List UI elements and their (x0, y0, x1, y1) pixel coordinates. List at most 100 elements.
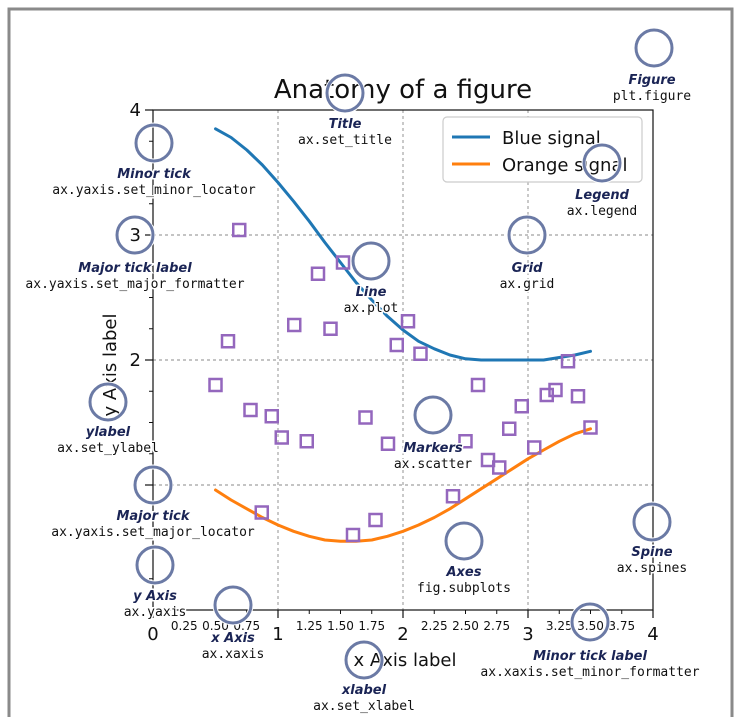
annotation-title-code: ax.set_title (298, 133, 392, 148)
annotation-figure-code: plt.figure (613, 89, 691, 104)
scatter-marker (323, 321, 338, 336)
x-minor-tick-label: 1.50 (327, 619, 354, 633)
legend-frame (442, 116, 643, 183)
scatter-marker (480, 452, 496, 468)
y-major-tick-label: 2 (130, 350, 141, 371)
annotation-line-code: ax.plot (344, 301, 399, 316)
annotation-major-tick-label-label: Major tick label (78, 261, 192, 276)
annotation-markers-label: Markers (403, 441, 463, 456)
annotation-axes-marker (444, 521, 484, 561)
legend-entry-blue-signal: Blue signal (502, 128, 601, 149)
x-minor-tick-label: 1.75 (358, 619, 385, 633)
scatter-marker (458, 434, 473, 449)
figure-border (7, 7, 734, 717)
chart-title: Anatomy of a figure (274, 75, 532, 105)
annotation-major-tick-label: Major tick (116, 509, 190, 524)
annotation-major-tick-label-code: ax.yaxis.set_major_formatter (25, 277, 244, 292)
annotation-ylabel-marker (88, 382, 128, 422)
annotation-minor-tick-label: Minor tick (117, 167, 192, 182)
annotation-legend-code: ax.legend (567, 204, 637, 219)
grid (153, 110, 653, 610)
scatter-marker (380, 436, 396, 451)
x-minor-tick-label: 3.50 (577, 619, 604, 633)
scatter-marker (400, 314, 416, 329)
annotation-x-axis-code: ax.xaxis (202, 647, 265, 662)
scatter-marker (560, 354, 576, 369)
scatter-marker (470, 377, 486, 393)
scatter-marker (445, 489, 461, 504)
scatter-marker (345, 527, 361, 543)
annotation-xlabel-label: xlabel (341, 683, 387, 698)
x-major-tick-label: 1 (272, 624, 283, 645)
scatter-marker (287, 317, 302, 333)
annotation-title-label: Title (329, 117, 362, 132)
annotation-minor-tick-label-label: Minor tick label (533, 649, 647, 664)
x-axis-label: x Axis label (354, 650, 457, 671)
scatter-marker (264, 409, 279, 424)
annotation-figure-label: Figure (628, 73, 675, 88)
scatter-marker (570, 389, 586, 404)
legend-entry-orange-signal: Orange signal (502, 155, 627, 176)
x-minor-tick-label: 3.25 (546, 619, 573, 633)
scatter-marker (274, 430, 289, 445)
legend: Blue signal Orange signal (442, 116, 643, 183)
scatter-marker (514, 399, 529, 414)
annotations: Titleax.set_titleFigureplt.figureLegenda… (24, 27, 701, 716)
x-minor-tick-label: 3.75 (608, 619, 635, 633)
x-minor-tick-label: 0.25 (171, 619, 198, 633)
scatter-marker (548, 382, 563, 398)
annotation-grid-code: ax.grid (500, 277, 555, 292)
annotation-y-axis-marker (135, 545, 175, 585)
x-major-tick-label: 4 (647, 624, 658, 645)
y-major-tick-label: 4 (130, 100, 141, 121)
scatter-marker (358, 410, 373, 425)
annotation-legend-label: Legend (575, 188, 629, 203)
scatter-marker (583, 420, 598, 435)
annotation-spine-label: Spine (631, 545, 672, 560)
annotation-major-tick-label-marker (115, 215, 155, 255)
annotation-markers-marker (413, 395, 453, 435)
annotation-line-label: Line (356, 285, 387, 300)
scatter-marker (389, 337, 404, 353)
scatter-marker (413, 346, 428, 361)
annotation-major-tick-code: ax.yaxis.set_major_locator (51, 525, 255, 540)
x-major-tick-label: 2 (397, 624, 408, 645)
scatter-marker (232, 222, 247, 238)
y-axis-label: y Axis label (100, 314, 121, 417)
annotation-legend-marker (582, 143, 622, 183)
annotation-x-axis-marker (213, 585, 253, 625)
y-major-tick-label: 3 (130, 225, 141, 246)
annotation-title-marker (325, 73, 365, 113)
scatter-marker (254, 505, 269, 520)
annotation-grid-label: Grid (512, 261, 544, 276)
annotation-axes-code: fig.subplots (417, 581, 511, 596)
x-major-tick-label: 0 (147, 624, 158, 645)
scatter-marker (368, 512, 383, 528)
annotation-markers-code: ax.scatter (394, 457, 472, 472)
x-minor-tick-label: 2.75 (483, 619, 510, 633)
annotation-ylabel-label: ylabel (86, 425, 131, 440)
annotation-xlabel-marker (344, 640, 384, 680)
annotation-line-marker (351, 241, 391, 281)
annotation-minor-tick-marker (134, 123, 174, 163)
scatter-markers (208, 222, 598, 543)
x-minor-tick-label: 0.50 (202, 619, 229, 633)
series-line-blue-signal (214, 127, 592, 362)
annotation-figure-marker (634, 28, 674, 68)
annotation-ylabel-code: ax.set_ylabel (57, 441, 159, 456)
x-minor-tick-label: 2.25 (421, 619, 448, 633)
series-line-orange-signal (214, 427, 592, 543)
scatter-marker (299, 434, 314, 449)
series-lines (214, 127, 592, 543)
annotation-xlabel-code: ax.set_xlabel (313, 699, 415, 714)
x-minor-tick-label: 1.25 (296, 619, 323, 633)
annotation-grid-marker (507, 215, 547, 255)
scatter-marker (243, 402, 258, 418)
annotation-major-tick-marker (133, 465, 173, 505)
annotation-minor-tick-label-marker (570, 602, 610, 642)
annotation-y-axis-code: ax.yaxis (124, 605, 187, 620)
x-major-tick-label: 3 (522, 624, 533, 645)
annotation-y-axis-label: y Axis (133, 589, 177, 604)
